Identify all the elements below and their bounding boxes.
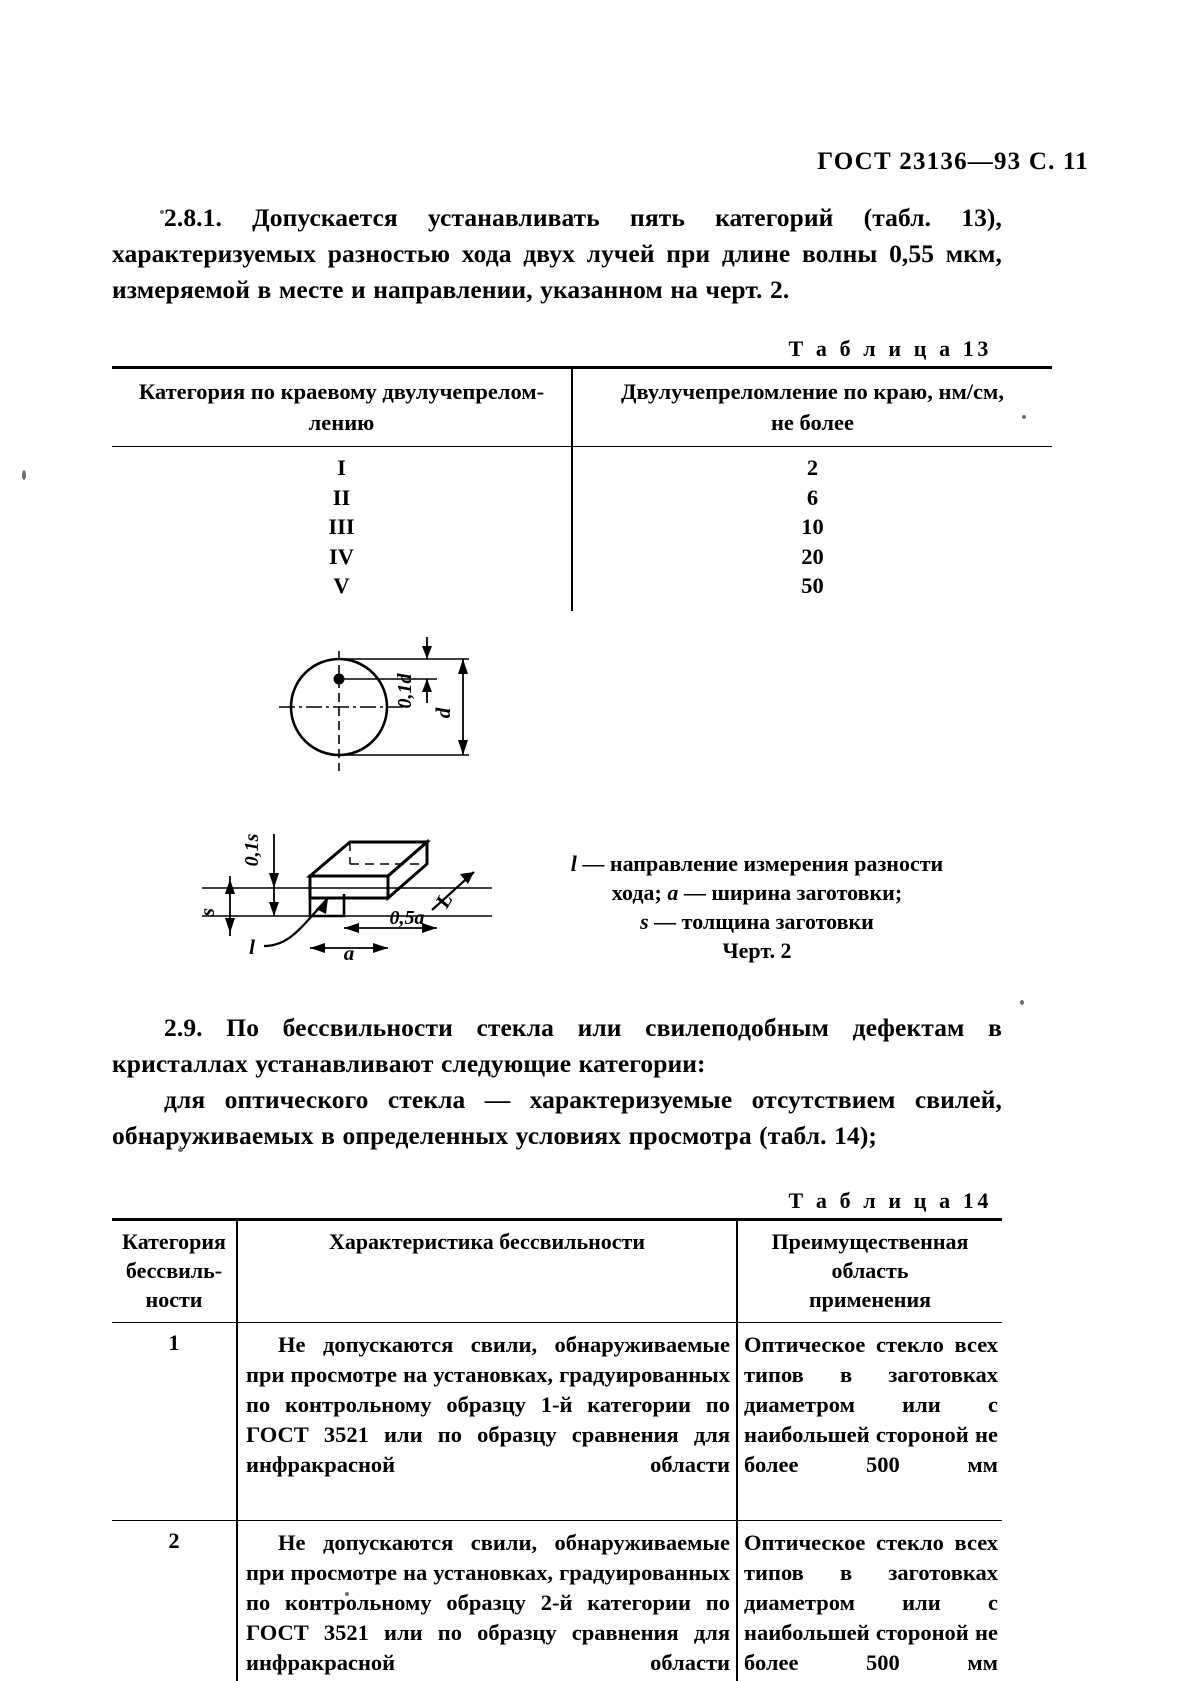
symbol-a: a bbox=[667, 879, 679, 905]
label-d: d bbox=[431, 707, 455, 718]
table-13-value-column: 2 6 10 20 50 bbox=[571, 446, 1052, 611]
figure-2-caption-text-1: — направление измерения разности bbox=[576, 850, 944, 876]
symbol-l: l bbox=[570, 850, 577, 876]
table-14-header-characteristic: Характеристика бессвильности bbox=[236, 1217, 738, 1322]
label-a: a bbox=[344, 941, 355, 961]
table-14-header-row: Категория бессвиль- ности Характеристика… bbox=[112, 1217, 1002, 1322]
table-14-row-1-application: Оптическое стекло всех типов в заготовка… bbox=[736, 1321, 1002, 1520]
table-row: 2 Не допускаются свили, обнаруживаемые п… bbox=[112, 1519, 1002, 1681]
table-13-header-category: Категория по краевому двулучепрелом- лен… bbox=[112, 366, 572, 447]
box-right-face bbox=[386, 838, 429, 901]
arrowhead-down-0-1d bbox=[422, 645, 432, 659]
table-14-header-application: Преимущественная область применения bbox=[736, 1217, 1002, 1322]
arrowhead-length bbox=[460, 871, 474, 884]
arrowhead-leader-l bbox=[316, 897, 328, 914]
figure-2-caption-line-1: l — направление измерения разности bbox=[532, 849, 982, 878]
label-l-direction: l bbox=[249, 935, 255, 959]
page-content: 2.8.1. Допускается устанавливать пять ка… bbox=[112, 200, 1052, 1681]
table-14-header-category: Категория бессвиль- ности bbox=[112, 1217, 238, 1322]
table-14-row-2-application: Оптическое стекло всех типов в заготовка… bbox=[736, 1519, 1002, 1681]
scan-speck bbox=[1020, 1000, 1024, 1005]
figure-2-number: Черт. 2 bbox=[722, 937, 792, 963]
figure-2-caption: l — направление измерения разности хода;… bbox=[532, 849, 982, 965]
measurement-zone-outline bbox=[308, 893, 346, 917]
table-14-row-1-category: 1 bbox=[112, 1321, 238, 1520]
arrowhead-down-0-1s bbox=[269, 901, 279, 916]
arrowhead-up-0-1s bbox=[269, 872, 279, 888]
table-row: III bbox=[328, 514, 355, 539]
arrowhead-down-d bbox=[458, 658, 468, 674]
page-header: ГОСТ 23136—93 С. 11 bbox=[817, 148, 1089, 175]
label-0-1d: 0,1d bbox=[394, 672, 416, 708]
figure-2-caption-line-3: s — толщина заготовки bbox=[532, 907, 982, 936]
arrowhead-right-a bbox=[373, 942, 388, 953]
table-row: I bbox=[337, 455, 346, 480]
arrowhead-up-0-1d bbox=[422, 678, 432, 692]
table-14-caption: Т а б л и ц а 14 bbox=[788, 1187, 992, 1213]
table-13-header-row: Категория по краевому двулучепрелом- лен… bbox=[112, 366, 1052, 447]
arrowhead-down-s bbox=[225, 878, 235, 894]
scan-speck bbox=[345, 1592, 349, 1596]
figure-2-caption-text-3: — толщина заготовки bbox=[648, 908, 874, 934]
paragraph-2-9: 2.9. По бессвильности стекла или свилепо… bbox=[112, 1012, 1002, 1078]
figure-2-caption-text-2b: — ширина заготовки; bbox=[678, 879, 903, 905]
arrowhead-right-0-5a bbox=[422, 922, 437, 933]
table-13-category-column: I II III IV V bbox=[112, 446, 572, 611]
figure-2-caption-text-2a: хода; bbox=[611, 879, 668, 905]
box-front-face bbox=[308, 874, 390, 899]
figure-2: 0,1d d bbox=[112, 611, 1002, 1006]
table-row: 50 bbox=[801, 573, 824, 598]
table-14-row-2-category: 2 bbox=[112, 1519, 238, 1681]
scan-speck bbox=[22, 470, 26, 480]
label-0-1s: 0,1s bbox=[241, 833, 263, 866]
table-row: 6 bbox=[806, 484, 819, 510]
figure-2-box-drawing: s 0,1s l a 0,5a L bbox=[195, 833, 492, 961]
table-row: II bbox=[332, 484, 351, 510]
arrowhead-up-s bbox=[225, 917, 235, 933]
table-14: Категория бессвиль- ности Характеристика… bbox=[112, 1217, 1002, 1681]
table-13-header-value: Двулучепреломление по краю, нм/см, не бо… bbox=[571, 366, 1052, 447]
table-13: Категория по краевому двулучепрелом- лен… bbox=[112, 366, 1052, 611]
arrowhead-left-a bbox=[310, 942, 325, 953]
scan-speck bbox=[1022, 415, 1026, 419]
arrowhead-left-0-5a bbox=[344, 922, 359, 933]
label-s: s bbox=[195, 907, 219, 916]
scan-speck bbox=[178, 1148, 183, 1152]
label-0-5a: 0,5a bbox=[390, 907, 425, 929]
table-row: 2 bbox=[806, 455, 819, 480]
figure-2-caption-line-2: хода; a — ширина заготовки; bbox=[532, 878, 982, 907]
table-row: IV bbox=[328, 543, 354, 569]
table-row: 1 Не допускаются свили, обнаруживаемые п… bbox=[112, 1321, 1002, 1520]
paragraph-2-8-1: 2.8.1. Допускается устанавливать пять ка… bbox=[112, 203, 1002, 304]
table-14-row-1-description: Не допускаются свили, обнаруживаемые при… bbox=[236, 1321, 738, 1520]
table-14-row-2-description: Не допускаются свили, обнаруживаемые при… bbox=[236, 1519, 738, 1681]
table-13-body-row: I II III IV V 2 6 10 20 50 bbox=[112, 446, 1052, 611]
scan-speck bbox=[160, 210, 164, 214]
arrowhead-up-d bbox=[458, 739, 468, 755]
table-row: 10 bbox=[801, 514, 824, 539]
table-row: 20 bbox=[801, 543, 824, 569]
symbol-s: s bbox=[640, 908, 649, 934]
table-row: V bbox=[333, 573, 350, 598]
paragraph-2-9-sub-1: для оптического стекла — характеризуемые… bbox=[112, 1084, 1002, 1150]
figure-2-circle-drawing: 0,1d d bbox=[279, 636, 469, 771]
table-13-caption: Т а б л и ц а 13 bbox=[788, 336, 992, 361]
